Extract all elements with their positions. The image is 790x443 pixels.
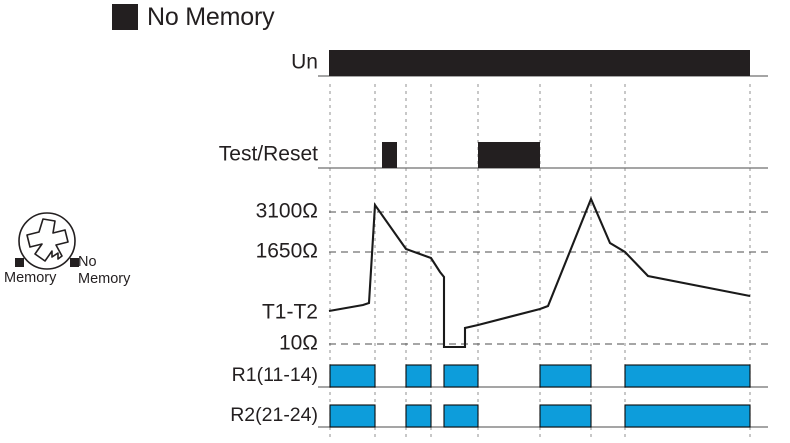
dial-label-memory: Memory (4, 270, 57, 286)
dial-cross-arrow-icon (26, 218, 69, 262)
row-label-Test/Reset: Test/Reset (219, 143, 318, 166)
pulse-Un-0 (329, 50, 750, 76)
pulse-R2(21-24)-2 (443, 404, 479, 428)
legend-label-no-memory: No Memory (147, 3, 275, 31)
pulse-R1(11-14)-0 (329, 364, 376, 388)
pulse-R1(11-14)-1 (405, 364, 432, 388)
dial-marker-memory (15, 258, 24, 267)
curve-T1-T2 (328, 196, 751, 349)
legend-swatch-no-memory (112, 4, 138, 30)
pulse-Test/Reset-0 (382, 142, 397, 168)
row-label-R1(11-14): R1(11-14) (232, 364, 318, 386)
pulse-R1(11-14)-3 (539, 364, 592, 388)
level-label-T1-T2: T1-T2 (262, 301, 318, 324)
horizontal-gridlines (329, 211, 768, 345)
level-label-3100Ω: 3100Ω (256, 200, 318, 223)
signal-pulses (329, 50, 751, 428)
dial-label-no-memory: No Memory (78, 254, 130, 288)
rotary-switch-illustration: Memory No Memory (2, 204, 172, 296)
pulse-R1(11-14)-2 (443, 364, 479, 388)
pulse-Test/Reset-1 (478, 142, 540, 168)
resistance-curve (328, 196, 751, 349)
dial-label-no-memory-line2: Memory (78, 271, 131, 287)
pulse-R2(21-24)-4 (624, 404, 751, 428)
row-label-R2(21-24): R2(21-24) (230, 404, 318, 426)
level-label-10Ω: 10Ω (279, 332, 318, 355)
legend: No Memory (112, 3, 275, 31)
pulse-R1(11-14)-4 (624, 364, 751, 388)
row-label-Un: Un (291, 51, 318, 74)
pulse-R2(21-24)-1 (405, 404, 432, 428)
rotary-switch-dial-icon (15, 212, 79, 270)
dial-label-no-memory-line1: No (78, 254, 97, 270)
pulse-R2(21-24)-3 (539, 404, 592, 428)
level-label-1650Ω: 1650Ω (256, 240, 318, 263)
dial-marker-no-memory (70, 258, 79, 267)
pulse-R2(21-24)-0 (329, 404, 376, 428)
